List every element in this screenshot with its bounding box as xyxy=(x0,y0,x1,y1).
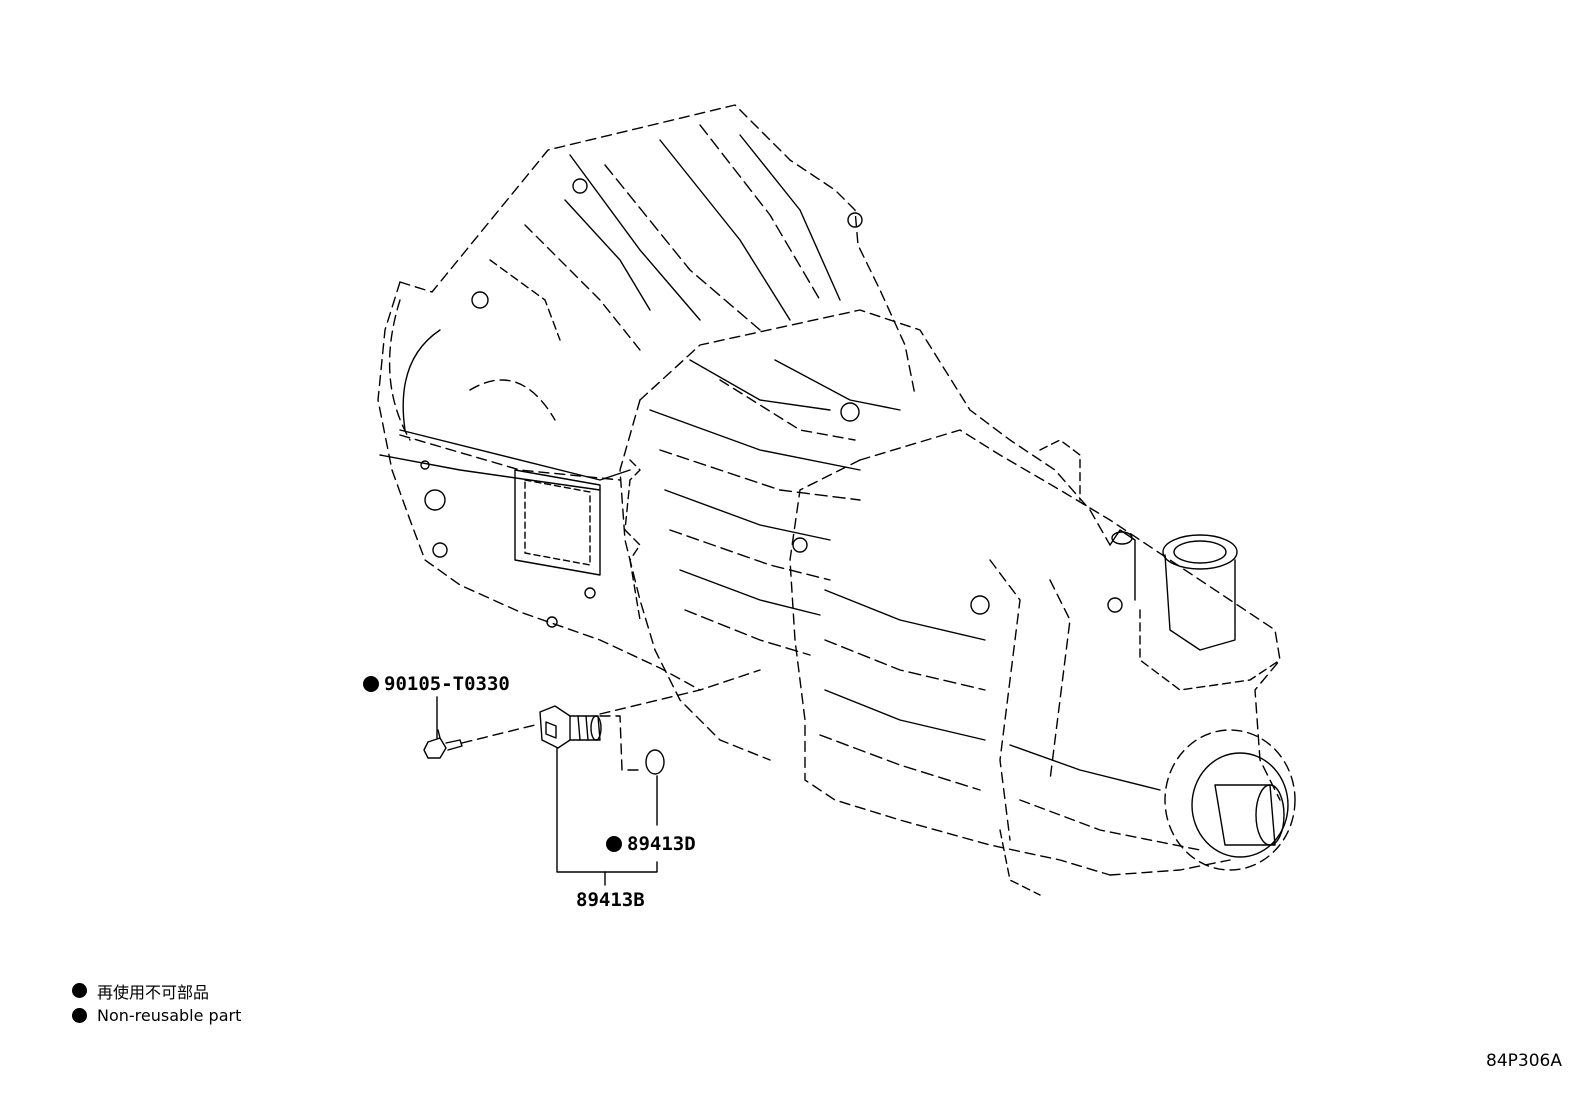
part-number-o-ring: 89413D xyxy=(627,833,696,855)
main-case xyxy=(639,309,1111,546)
part-number-bolt: 90105-T0330 xyxy=(384,673,510,695)
sensor-part-group xyxy=(423,669,761,886)
legend: 再使用不可部品 Non-reusable part xyxy=(72,978,241,1028)
legend-label: Non-reusable part xyxy=(97,1006,242,1025)
legend-item-japanese: 再使用不可部品 xyxy=(72,978,241,1003)
callout-bolt: 90105-T0330 xyxy=(363,673,510,695)
figure-code: 84P306A xyxy=(1486,1051,1562,1071)
callout-sensor: 89413B xyxy=(576,889,645,911)
output-flange xyxy=(1164,729,1296,871)
non-reusable-dot-icon xyxy=(72,983,87,998)
extension-housing xyxy=(859,429,1281,801)
bolt-90105-T0330 xyxy=(423,724,536,759)
bell-housing xyxy=(399,104,916,396)
legend-item-english: Non-reusable part xyxy=(72,1003,241,1028)
part-number-sensor: 89413B xyxy=(576,889,645,911)
legend-label: 再使用不可部品 xyxy=(97,982,210,1002)
transmission-assembly xyxy=(377,104,1296,896)
o-ring-89413D xyxy=(645,749,665,775)
non-reusable-dot-icon xyxy=(72,1008,87,1023)
speed-sensor-89413B xyxy=(539,705,602,749)
non-reusable-dot-icon xyxy=(363,676,379,692)
callout-o-ring: 89413D xyxy=(606,833,696,855)
bell-housing-left-edge xyxy=(377,281,701,691)
output-tower xyxy=(1164,554,1236,651)
non-reusable-dot-icon xyxy=(606,836,622,852)
leader-sensor-bracket xyxy=(556,747,658,873)
